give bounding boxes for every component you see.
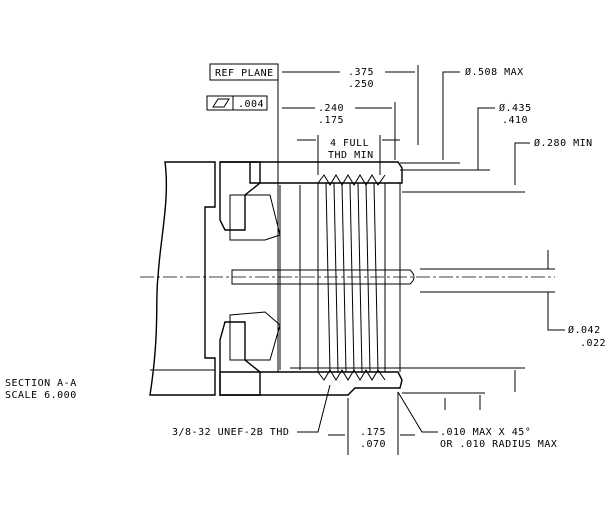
dim-dia-435-lower: .410 bbox=[502, 115, 528, 126]
thread-callout: 3/8-32 UNEF-2B THD bbox=[172, 427, 289, 438]
chamfer-note-2: OR .010 RADIUS MAX bbox=[440, 439, 557, 450]
ref-plane-box bbox=[209, 63, 279, 81]
dim-dia-042-upper: Ø.042 bbox=[568, 324, 601, 336]
dim-dia-042-lower: .022 bbox=[580, 338, 606, 349]
dim-dia-435-upper: Ø.435 bbox=[499, 102, 532, 114]
shell-section bbox=[219, 161, 403, 396]
dim-thread-start-upper: .240 bbox=[318, 103, 344, 114]
ref-plane-label: REF PLANE bbox=[215, 68, 274, 79]
dim-lip-upper: .175 bbox=[360, 427, 386, 438]
dimension-lines bbox=[150, 65, 565, 455]
dim-lip-lower: .070 bbox=[360, 439, 386, 450]
thread-note-1: 4 FULL bbox=[330, 138, 369, 149]
scale-label: SCALE 6.000 bbox=[5, 390, 77, 401]
flatness-value: .004 bbox=[238, 99, 264, 110]
mating-body-outline bbox=[149, 161, 216, 396]
flatness-icon bbox=[212, 98, 230, 108]
dim-overall-upper: .375 bbox=[348, 67, 374, 78]
section-label: SECTION A-A bbox=[5, 378, 77, 389]
thread-profile bbox=[317, 174, 401, 381]
flatness-control-frame: .004 bbox=[206, 95, 268, 111]
dim-dia-280: Ø.280 MIN bbox=[534, 137, 593, 149]
dim-thread-start-lower: .175 bbox=[318, 115, 344, 126]
insert-section bbox=[229, 185, 301, 370]
contact-pin bbox=[231, 269, 415, 285]
chamfer-note-1: .010 MAX X 45° bbox=[440, 427, 531, 438]
dim-dia-508: Ø.508 MAX bbox=[465, 66, 524, 78]
thread-note-2: THD MIN bbox=[328, 150, 374, 161]
dim-overall-lower: .250 bbox=[348, 79, 374, 90]
